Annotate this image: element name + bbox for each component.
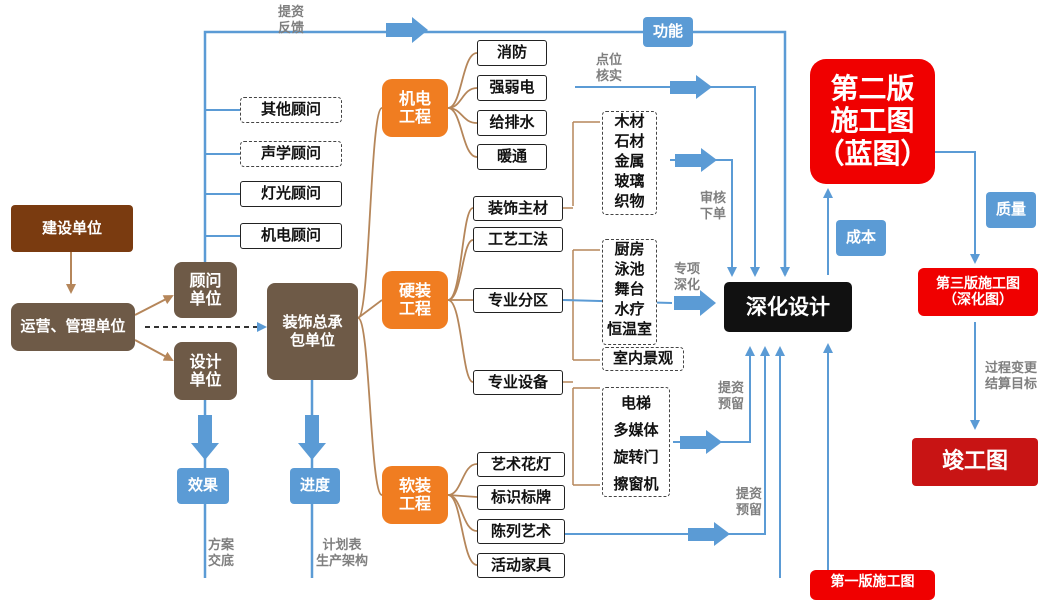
node-hard-decoration: 硬装 工程 bbox=[382, 271, 448, 329]
label-point-check: 点位 核实 bbox=[595, 53, 622, 84]
mep-tree bbox=[447, 52, 478, 158]
arrow-shenhe bbox=[675, 148, 717, 172]
arrow-tizi2 bbox=[688, 522, 730, 546]
tag-function: 功能 bbox=[643, 17, 693, 47]
equipment-stack: 电梯 多媒体 旋转门 擦窗机 bbox=[602, 387, 670, 497]
equipment-item: 多媒体 bbox=[613, 420, 659, 439]
node-electrical: 强弱电 bbox=[477, 75, 547, 101]
node-special-zone: 专业分区 bbox=[473, 288, 563, 313]
node-special-equipment: 专业设备 bbox=[473, 370, 563, 395]
node-deepening-design: 深化设计 bbox=[724, 282, 852, 332]
label-scheme-briefing: 方案 交底 bbox=[207, 538, 234, 569]
main-tree bbox=[357, 107, 383, 496]
node-design-unit: 设计 单位 bbox=[174, 342, 237, 400]
brackets bbox=[563, 121, 600, 486]
material-item: 玻璃 bbox=[614, 172, 645, 191]
top-feedback-line bbox=[203, 30, 790, 277]
zone-item: 厨房 bbox=[614, 240, 645, 259]
consultant-branch-lines bbox=[205, 109, 240, 237]
tag-progress: 进度 bbox=[290, 468, 340, 504]
node-third-drawing: 第三版施工图 （深化图） bbox=[918, 268, 1038, 316]
node-fire: 消防 bbox=[477, 40, 547, 66]
node-main-materials: 装饰主材 bbox=[473, 196, 563, 221]
node-display-art: 陈列艺术 bbox=[477, 519, 565, 544]
soft-tree bbox=[447, 463, 478, 566]
node-acoustic-consultant: 声学顾问 bbox=[240, 141, 342, 167]
material-item: 金属 bbox=[614, 152, 645, 171]
node-other-consultant: 其他顾问 bbox=[240, 97, 342, 123]
zone-item: 舞台 bbox=[614, 280, 645, 299]
flow-lines bbox=[565, 86, 980, 578]
down-arrow-effect bbox=[191, 415, 219, 460]
node-first-drawing-partial: 第一版施工图 bbox=[810, 570, 935, 600]
node-mep-engineering: 机电 工程 bbox=[382, 79, 448, 137]
zone-item: 恒温室 bbox=[606, 320, 652, 339]
node-second-drawing: 第二版 施工图 （蓝图） bbox=[810, 59, 935, 184]
tag-effect: 效果 bbox=[177, 468, 229, 504]
zone-item: 水疗 bbox=[614, 300, 645, 319]
down-arrow-progress bbox=[298, 415, 326, 460]
arrow-dianwei bbox=[670, 75, 712, 99]
label-reserve-2: 提资 预留 bbox=[735, 487, 762, 518]
label-reserve-1: 提资 预留 bbox=[717, 381, 744, 412]
brown-connectors bbox=[66, 252, 267, 361]
materials-stack: 木材 石材 金属 玻璃 织物 bbox=[602, 111, 657, 215]
node-indoor-landscape: 室内景观 bbox=[602, 347, 684, 371]
node-construction-unit: 建设单位 bbox=[11, 205, 133, 252]
connector-layer bbox=[66, 17, 980, 578]
top-block-arrow bbox=[386, 17, 428, 43]
node-as-built-drawing: 竣工图 bbox=[912, 438, 1038, 486]
equipment-item: 旋转门 bbox=[613, 447, 659, 466]
label-feedback: 提资 反馈 bbox=[277, 5, 304, 36]
node-mep-consultant: 机电顾问 bbox=[240, 223, 342, 249]
equipment-item: 电梯 bbox=[620, 393, 651, 412]
hard-tree bbox=[447, 207, 474, 383]
arrow-tizi1 bbox=[680, 430, 722, 454]
node-furniture: 活动家具 bbox=[477, 553, 565, 578]
equipment-item: 擦窗机 bbox=[613, 474, 659, 493]
zone-item: 泳池 bbox=[614, 260, 645, 279]
node-hvac: 暖通 bbox=[477, 144, 547, 170]
node-soft-decoration: 软装 工程 bbox=[382, 466, 448, 524]
tag-quality: 质量 bbox=[986, 192, 1036, 228]
node-plumbing: 给排水 bbox=[477, 110, 547, 136]
material-item: 石材 bbox=[614, 132, 645, 151]
node-decoration-contractor: 装饰总承 包单位 bbox=[267, 283, 358, 380]
node-operation-unit: 运营、管理单位 bbox=[11, 303, 135, 351]
label-review-order: 审核 下单 bbox=[699, 191, 726, 222]
arrow-zhuanxiang bbox=[674, 290, 716, 316]
label-change-settlement: 过程变更 结算目标 bbox=[984, 361, 1037, 392]
block-arrows bbox=[670, 75, 730, 546]
label-schedule: 计划表 生产架构 bbox=[315, 538, 368, 569]
node-craft-method: 工艺工法 bbox=[473, 227, 563, 252]
material-item: 木材 bbox=[614, 112, 645, 131]
zones-stack: 厨房 泳池 舞台 水疗 恒温室 bbox=[602, 239, 657, 345]
node-art-lighting: 艺术花灯 bbox=[477, 452, 565, 477]
material-item: 织物 bbox=[614, 192, 645, 211]
node-signage: 标识标牌 bbox=[477, 485, 565, 510]
node-consultant-unit: 顾问 单位 bbox=[174, 262, 237, 318]
node-lighting-consultant: 灯光顾问 bbox=[240, 181, 342, 207]
tag-cost: 成本 bbox=[836, 220, 886, 256]
label-special-deepen: 专项 深化 bbox=[673, 262, 700, 293]
